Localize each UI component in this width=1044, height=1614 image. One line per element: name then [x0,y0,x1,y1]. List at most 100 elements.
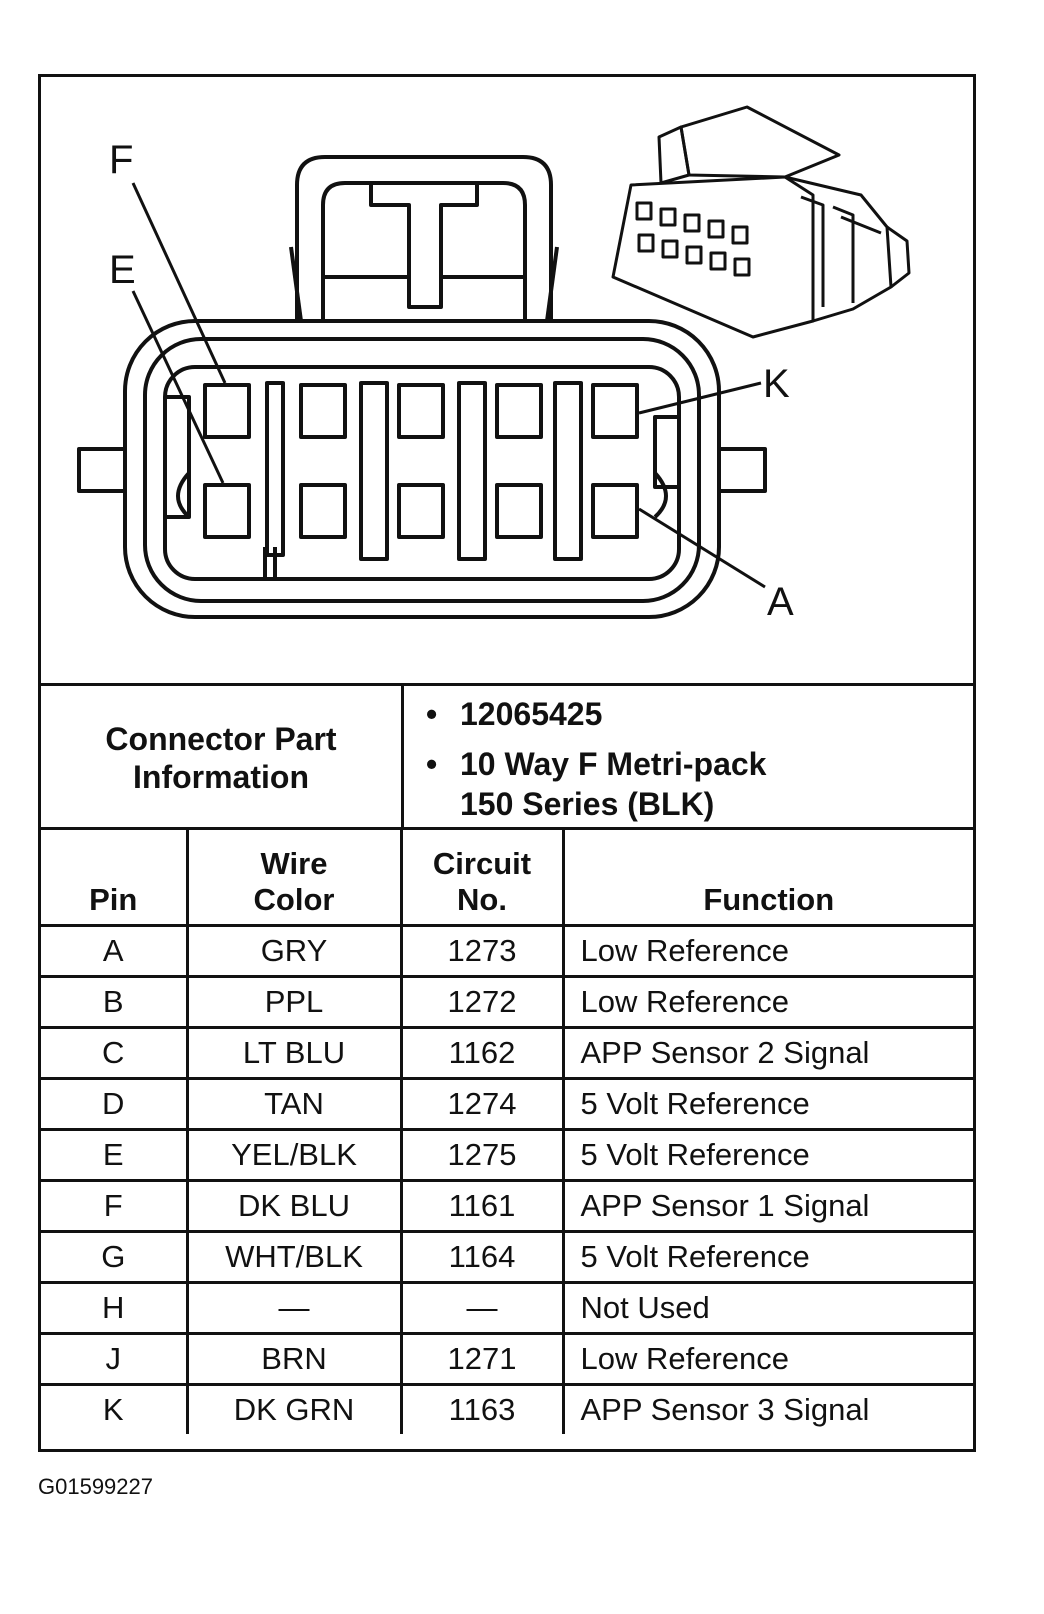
tab-right [719,447,767,493]
cavity-g [299,383,347,439]
iso-body [611,175,815,339]
cell-circuit: 1161 [399,1179,565,1233]
cavity-e [203,483,251,539]
cell-function: APP Sensor 2 Signal [561,1026,973,1080]
cell-circuit: — [399,1281,565,1335]
cell-wire-color: — [185,1281,403,1335]
cell-circuit: 1272 [399,975,565,1029]
cavity-f [203,383,251,439]
latch-notch-left [176,471,191,519]
housing-mid [143,337,701,603]
cell-function: APP Sensor 1 Signal [561,1179,973,1233]
table-row: K DK GRN 1163 APP Sensor 3 Signal [41,1383,973,1434]
cell-pin: H [41,1281,189,1335]
connector-part-info: Connector Part Information 12065425 10 W… [41,683,973,830]
cavity-h [397,383,445,439]
cell-wire-color: YEL/BLK [185,1128,403,1182]
pin-label-k: K [763,362,790,406]
pin-label-a: A [767,580,794,624]
rib-4 [553,381,583,561]
rib-2 [359,381,389,561]
cell-pin: K [41,1383,189,1434]
header-pin: Pin [41,827,189,927]
table-row: B PPL 1272 Low Reference [41,975,973,1029]
latch-t [369,185,479,309]
cell-wire-color: LT BLU [185,1026,403,1080]
cell-pin: B [41,975,189,1029]
table-row: C LT BLU 1162 APP Sensor 2 Signal [41,1026,973,1080]
iso-latch-side [657,125,691,185]
cell-pin: G [41,1230,189,1284]
connector-description-line1: 10 Way F Metri-pack [460,746,767,782]
cell-function: 5 Volt Reference [561,1128,973,1182]
pin-label-e: E [109,248,136,292]
iso-cavity-6 [637,233,655,253]
iso-cavity-10 [733,257,751,277]
cell-wire-color: DK BLU [185,1179,403,1233]
table-row: D TAN 1274 5 Volt Reference [41,1077,973,1131]
cavity-a [591,483,639,539]
cell-circuit: 1163 [399,1383,565,1434]
connector-diagram: F E K A [41,77,973,683]
iso-rear-ribs [800,195,882,307]
notch-left [165,395,191,519]
iso-cavity-1 [635,201,653,221]
cell-wire-color: GRY [185,924,403,978]
part-number-text: 12065425 [460,696,603,732]
latch-notch-right [653,471,668,519]
cell-function: Low Reference [561,1332,973,1386]
cell-pin: A [41,924,189,978]
cell-wire-color: DK GRN [185,1383,403,1434]
leader-f [131,182,227,384]
cell-wire-color: TAN [185,1077,403,1131]
part-number: 12065425 [426,694,973,734]
iso-cavity-9 [709,251,727,271]
leader-a [638,507,766,589]
connector-part-info-values: 12065425 10 Way F Metri-pack 150 Series … [404,686,973,830]
cell-function: APP Sensor 3 Signal [561,1383,973,1434]
cavity-c [397,483,445,539]
rib-3 [457,381,487,561]
rib-1 [265,381,285,557]
iso-rear [784,175,893,323]
cell-pin: J [41,1332,189,1386]
leader-k [638,381,762,415]
iso-cavity-3 [683,213,701,233]
notch-right [653,415,679,489]
table-row: A GRY 1273 Low Reference [41,924,973,978]
iso-rear-cap [886,225,911,289]
cell-circuit: 1274 [399,1077,565,1131]
latch-edge-right [545,246,559,322]
diagram-frame: F E K A [38,74,976,1452]
cell-function: Low Reference [561,924,973,978]
iso-cavity-7 [661,239,679,259]
cavity-k [591,383,639,439]
housing-outer [123,319,721,619]
cell-circuit: 1275 [399,1128,565,1182]
connector-part-info-label: Connector Part Information [41,686,404,830]
cell-pin: E [41,1128,189,1182]
cell-circuit: 1162 [399,1026,565,1080]
iso-latch-top [679,105,841,179]
connector-isometric-view [611,105,911,339]
cell-function: 5 Volt Reference [561,1230,973,1284]
iso-cavity-2 [659,207,677,227]
tab-left [77,447,125,493]
cavity-j [495,383,543,439]
table-row: H — — Not Used [41,1281,973,1335]
pin-label-f: F [109,138,133,182]
housing-inner [163,365,681,581]
cell-pin: F [41,1179,189,1233]
cell-wire-color: PPL [185,975,403,1029]
info-label-line1: Connector Part [105,721,337,757]
cell-pin: D [41,1077,189,1131]
cell-pin: C [41,1026,189,1080]
cell-circuit: 1271 [399,1332,565,1386]
latch-outer [295,155,553,321]
connector-description-line2: 150 Series (BLK) [460,786,715,822]
table-row: F DK BLU 1161 APP Sensor 1 Signal [41,1179,973,1233]
